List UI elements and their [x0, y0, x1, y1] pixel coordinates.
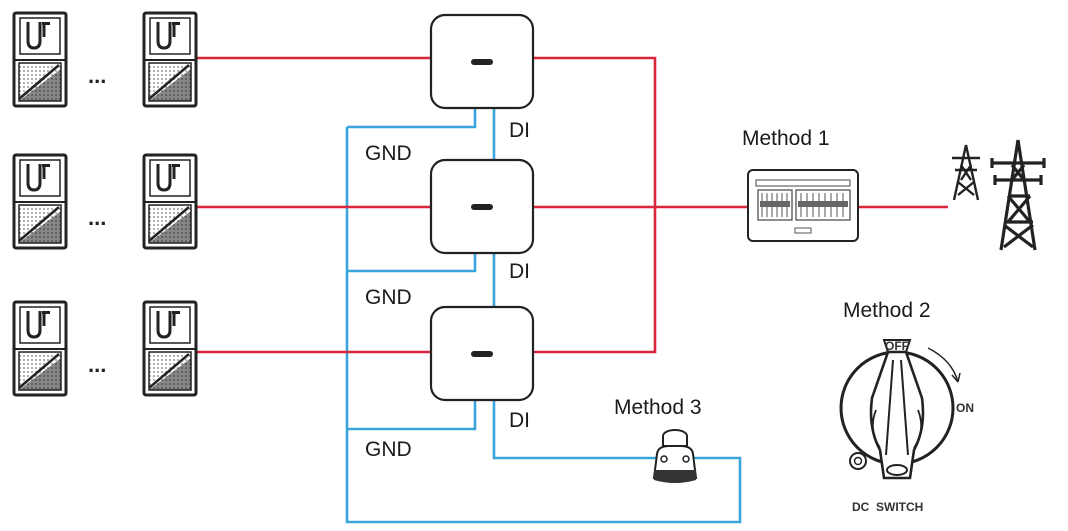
power-tower-large-icon: [990, 139, 1046, 251]
method3-label: Method 3: [614, 396, 702, 419]
dc-switch-on-label: ON: [956, 401, 974, 415]
inverter-1-icon: [429, 13, 535, 110]
ellipsis-1: ...: [88, 63, 106, 88]
pv-module-icon: [12, 153, 68, 250]
pv-module-icon: [142, 11, 198, 108]
method2-label: Method 2: [843, 299, 931, 322]
pv-row-2: ...: [12, 153, 198, 250]
emergency-stop-button-icon: [652, 429, 698, 483]
di-label-3: DI: [509, 409, 530, 432]
pv-module-icon: [12, 300, 68, 397]
di-line-3: [345, 127, 742, 524]
gnd-link-1: [347, 108, 477, 129]
dc-switch-off-label: OFF: [885, 339, 909, 353]
pv-module-icon: [142, 153, 198, 250]
di-label-1: DI: [509, 119, 530, 142]
dc-switch-title: DC SWITCH: [852, 500, 923, 514]
pv-module-icon: [142, 300, 198, 397]
power-wiring: [196, 56, 948, 354]
pv-module-icon: [12, 11, 68, 108]
dc-switch-icon: [839, 339, 961, 480]
inverter-3-icon: [429, 305, 535, 402]
pv-row-3: ...: [12, 300, 198, 397]
gnd-label-3: GND: [365, 438, 412, 461]
ellipsis-2: ...: [88, 205, 106, 230]
inverter-2-icon: [429, 158, 535, 255]
di-label-2: DI: [509, 260, 530, 283]
gnd-label-1: GND: [365, 142, 412, 165]
gnd-link-3: [347, 392, 477, 431]
method1-label: Method 1: [742, 127, 830, 150]
ac-bus: [533, 56, 750, 354]
power-tower-small-icon: [952, 144, 980, 201]
gnd-label-2: GND: [365, 286, 412, 309]
pv-row-1: ...: [12, 11, 198, 108]
distribution-box-icon: [747, 169, 859, 242]
ellipsis-3: ...: [88, 352, 106, 377]
